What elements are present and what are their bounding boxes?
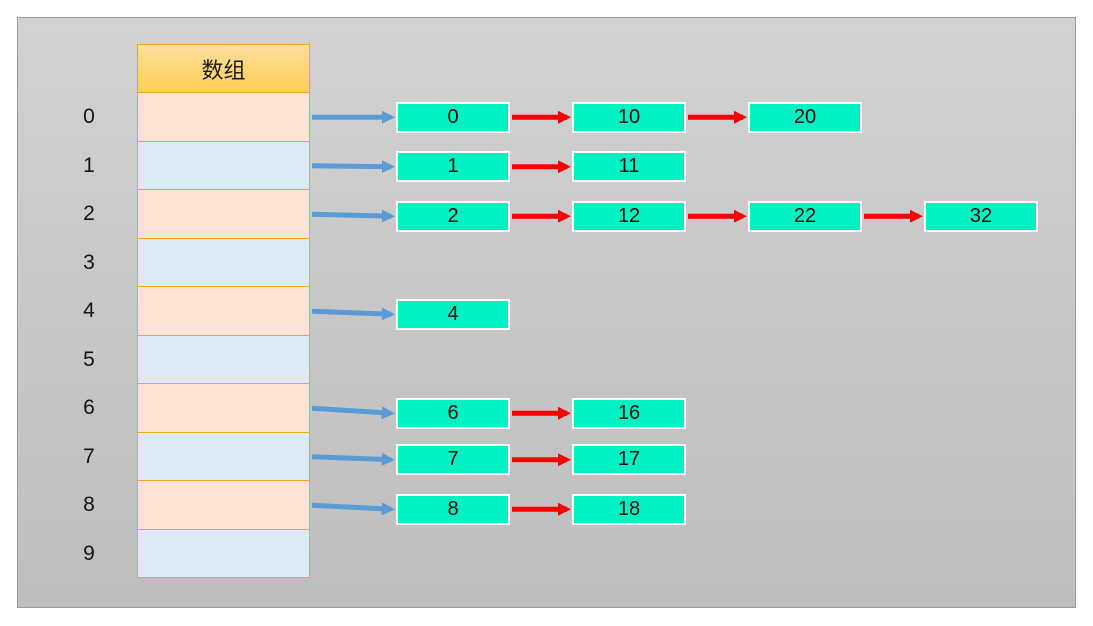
- chain-node-7-1: 17: [572, 444, 686, 476]
- array-cell-2: [137, 190, 310, 239]
- array-index-label-6: 6: [83, 396, 95, 420]
- array-cell-8: [137, 481, 310, 530]
- chain-node-4-0: 4: [396, 298, 510, 330]
- array-index-label-7: 7: [83, 444, 95, 468]
- array-cell-9: [137, 529, 310, 578]
- array-index-label-5: 5: [83, 347, 95, 371]
- chain-node-6-0: 6: [396, 397, 510, 429]
- array-cell-3: [137, 238, 310, 287]
- chain-node-2-2: 22: [748, 200, 862, 232]
- array-cell-4: [137, 287, 310, 336]
- chain-node-8-0: 8: [396, 493, 510, 525]
- chain-node-0-1: 10: [572, 101, 686, 133]
- array-index-label-9: 9: [83, 541, 95, 565]
- array-cell-6: [137, 384, 310, 433]
- array-index-label-0: 0: [83, 105, 95, 129]
- array-index-label-8: 8: [83, 493, 95, 517]
- chain-node-8-1: 18: [572, 493, 686, 525]
- chain-node-6-1: 16: [572, 397, 686, 429]
- chain-node-2-3: 32: [924, 200, 1038, 232]
- chain-node-2-1: 12: [572, 200, 686, 232]
- chain-node-7-0: 7: [396, 444, 510, 476]
- array-cell-5: [137, 335, 310, 384]
- array-cell-1: [137, 141, 310, 190]
- chain-node-1-1: 11: [572, 151, 686, 183]
- chain-node-2-0: 2: [396, 200, 510, 232]
- array-cell-7: [137, 432, 310, 481]
- chain-node-0-0: 0: [396, 101, 510, 133]
- array-index-label-4: 4: [83, 299, 95, 323]
- array-cell-0: [137, 93, 310, 142]
- chain-node-0-2: 20: [748, 101, 862, 133]
- array-index-label-3: 3: [83, 250, 95, 274]
- array-index-label-2: 2: [83, 202, 95, 226]
- array-header: 数组: [137, 44, 310, 93]
- chain-node-1-0: 1: [396, 151, 510, 183]
- array-index-label-1: 1: [83, 153, 95, 177]
